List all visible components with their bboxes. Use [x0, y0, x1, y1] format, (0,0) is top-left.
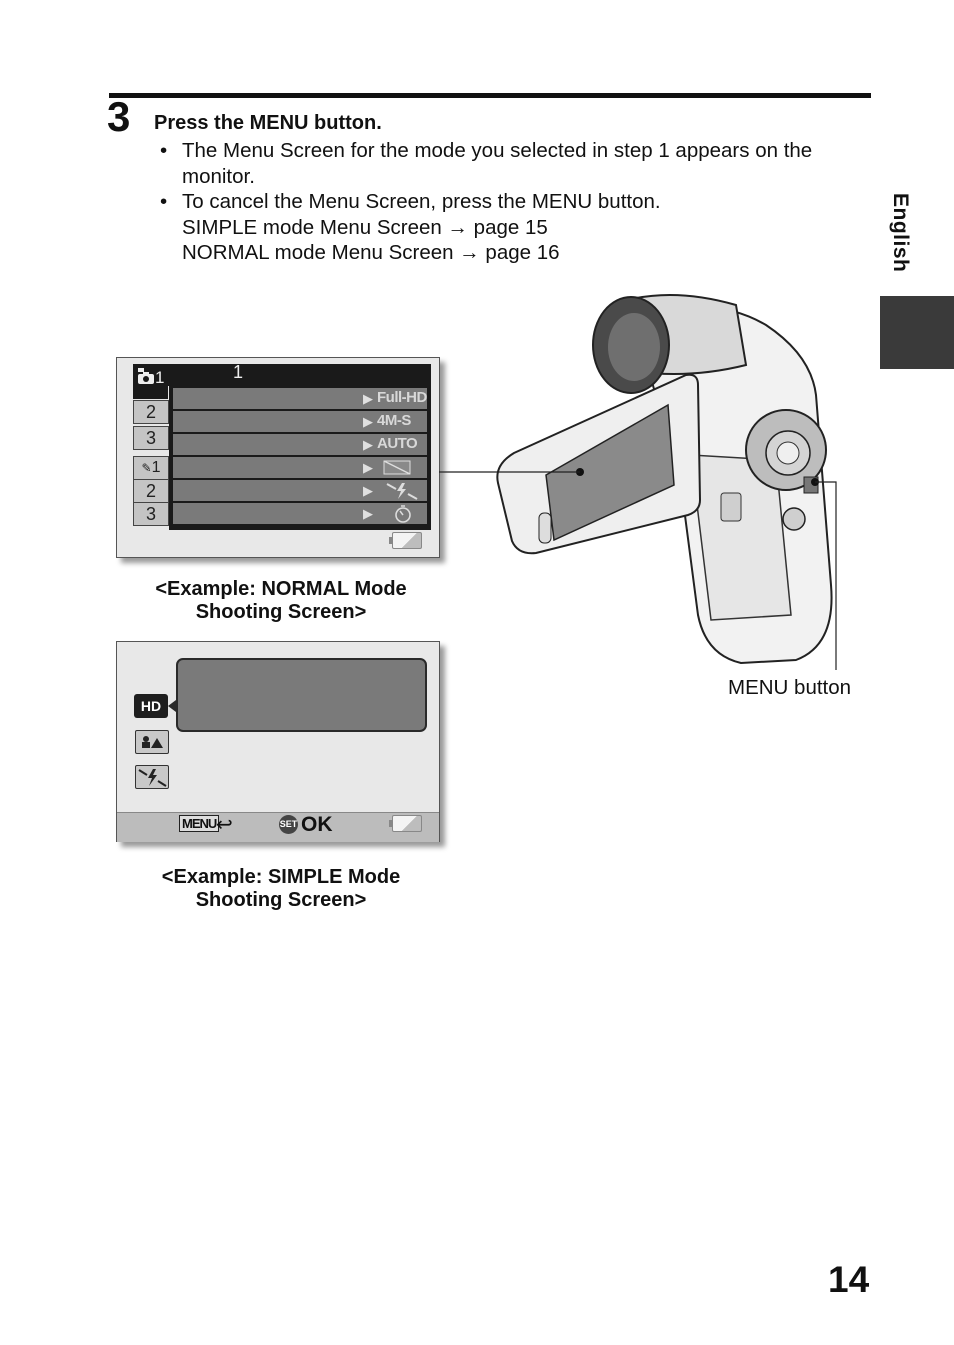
camera-tab-number: 1: [155, 368, 165, 387]
menu-row-value: AUTO: [377, 435, 418, 452]
bottom-bar: [117, 812, 439, 842]
battery-icon: [389, 815, 422, 832]
menu-button-callout-label: MENU button: [728, 676, 852, 699]
ok-label: OK: [301, 813, 333, 836]
top-rule: [109, 93, 871, 98]
bullet-item: • To cancel the Menu Screen, press the M…: [160, 189, 872, 215]
menu-button-icon[interactable]: MENU: [179, 815, 220, 832]
menu-row[interactable]: ▶: [173, 503, 427, 526]
page-number: 14: [828, 1259, 870, 1300]
arrow-icon: ▶: [363, 460, 373, 475]
flash-off-icon: [386, 483, 418, 500]
scene-mode-icon: [142, 736, 163, 748]
filter-icon: [383, 460, 411, 475]
wrench-icon: ✎: [141, 461, 152, 475]
simple-screen-caption: <Example: SIMPLE Mode Shooting Screen>: [116, 866, 446, 912]
pointer-arrow: [168, 700, 176, 712]
menu-row[interactable]: ▶ 4M-S: [173, 411, 427, 434]
caption-line: <Example: SIMPLE Mode: [161, 866, 401, 888]
tab-shooting-2[interactable]: 2: [133, 400, 169, 424]
instruction-bullets: • The Menu Screen for the mode you selec…: [160, 138, 872, 266]
bullet-marker: •: [160, 139, 168, 162]
language-tab-label: English: [889, 193, 912, 273]
flash-off-icon: [138, 769, 167, 787]
normal-mode-menu-screen: 1 1 2 3 ✎1 2 3 ▶ Full-HD ▶ 4M-S ▶ AUTO ▶…: [116, 357, 440, 558]
caption-line: Shooting Screen>: [195, 601, 367, 623]
caption-line: Shooting Screen>: [195, 889, 367, 911]
tab-shooting-3[interactable]: 3: [133, 426, 169, 450]
language-tab-marker: [880, 296, 954, 369]
battery-icon: [389, 532, 422, 549]
tab-settings-1[interactable]: ✎1: [133, 456, 169, 480]
tab-settings-2[interactable]: 2: [133, 479, 169, 503]
simple-mode-screen: HD MENU ↩ SET OK: [116, 641, 440, 842]
menu-row-value: 4M-S: [377, 412, 411, 429]
menu-row[interactable]: ▶: [173, 457, 427, 480]
tab-number: 1: [151, 459, 161, 476]
bullet-text: monitor.: [182, 164, 255, 188]
menu-header-bar: [133, 364, 431, 386]
menu-row[interactable]: ▶: [173, 480, 427, 503]
bullet-marker: •: [160, 190, 168, 213]
arrow-icon: ▶: [363, 414, 373, 429]
arrow-icon: ▶: [363, 483, 373, 498]
page-reference-normal: NORMAL mode Menu Screen → page 16: [182, 241, 560, 264]
hd-button[interactable]: HD: [134, 694, 168, 718]
tab-settings-3[interactable]: 3: [133, 502, 169, 526]
set-button-icon[interactable]: SET: [279, 815, 298, 834]
arrow-icon: ▶: [363, 391, 373, 406]
step-number: 3: [107, 93, 131, 140]
camera-illustration: [439, 294, 837, 670]
return-icon: ↩: [216, 814, 233, 836]
arrow-icon: ▶: [363, 506, 373, 521]
normal-screen-caption: <Example: NORMAL Mode Shooting Screen>: [116, 578, 446, 624]
step-title: Press the MENU button.: [154, 112, 382, 134]
flash-mode-button[interactable]: [135, 765, 169, 789]
setting-info-panel: [176, 658, 427, 732]
page-reference-simple: SIMPLE mode Menu Screen → page 15: [182, 215, 548, 239]
bullet-text: The Menu Screen for the mode you selecte…: [182, 139, 813, 162]
menu-list: ▶ Full-HD ▶ 4M-S ▶ AUTO ▶ ▶ ▶: [169, 386, 431, 530]
menu-row[interactable]: ▶ AUTO: [173, 434, 427, 457]
self-timer-icon: [395, 505, 411, 523]
caption-line: <Example: NORMAL Mode: [155, 578, 407, 600]
bullet-item: • The Menu Screen for the mode you selec…: [160, 138, 872, 164]
menu-page-number: 1: [233, 362, 244, 382]
menu-row-value: Full-HD: [377, 389, 427, 406]
camera-icon: [138, 368, 154, 384]
bullet-text: To cancel the Menu Screen, press the MEN…: [182, 190, 661, 213]
arrow-icon: ▶: [363, 437, 373, 452]
scene-icon[interactable]: [135, 730, 169, 754]
menu-row[interactable]: ▶ Full-HD: [173, 388, 427, 411]
